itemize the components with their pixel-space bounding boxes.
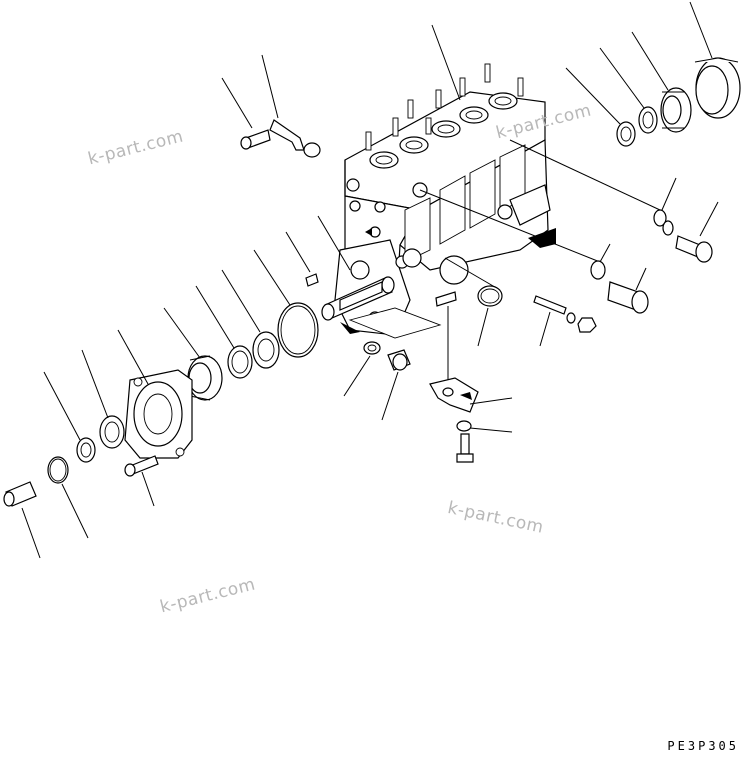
leader-lines [21,1,719,559]
banjo-washer [653,209,674,236]
centre-lines [419,139,661,291]
bolt-support [456,433,474,463]
pipe-bracket [269,119,321,158]
cover-seal [76,437,96,463]
bearing-race-front [99,415,125,449]
banjo-bolt [675,235,713,263]
o-ring-front [277,302,319,358]
support-bracket [429,377,479,413]
washer-small [363,341,381,355]
woodruff-key [305,273,319,287]
plug [3,481,37,507]
o-ring-small [47,456,69,484]
washer-bracket [456,420,472,432]
banjo-fitting [590,260,649,314]
shim-large [638,106,658,134]
cover-bolt [124,455,159,477]
shim-small [616,121,636,147]
oil-seal [252,331,280,369]
nut [577,317,597,333]
bolt-fitting [240,129,271,150]
bearing-cover [124,369,193,459]
camshaft [321,276,395,321]
plug-screw [387,349,411,371]
gasket [348,307,442,339]
washer-stud [533,295,576,324]
shim-front [227,345,253,379]
tapered-roller-bearing [660,87,692,133]
pump-housing [334,63,556,336]
stud [435,291,457,307]
o-ring-side [477,285,503,307]
front-bearing [187,355,223,401]
diagram-code: PE3P305 [667,739,739,753]
cam-bearing-outer-race [694,57,741,119]
